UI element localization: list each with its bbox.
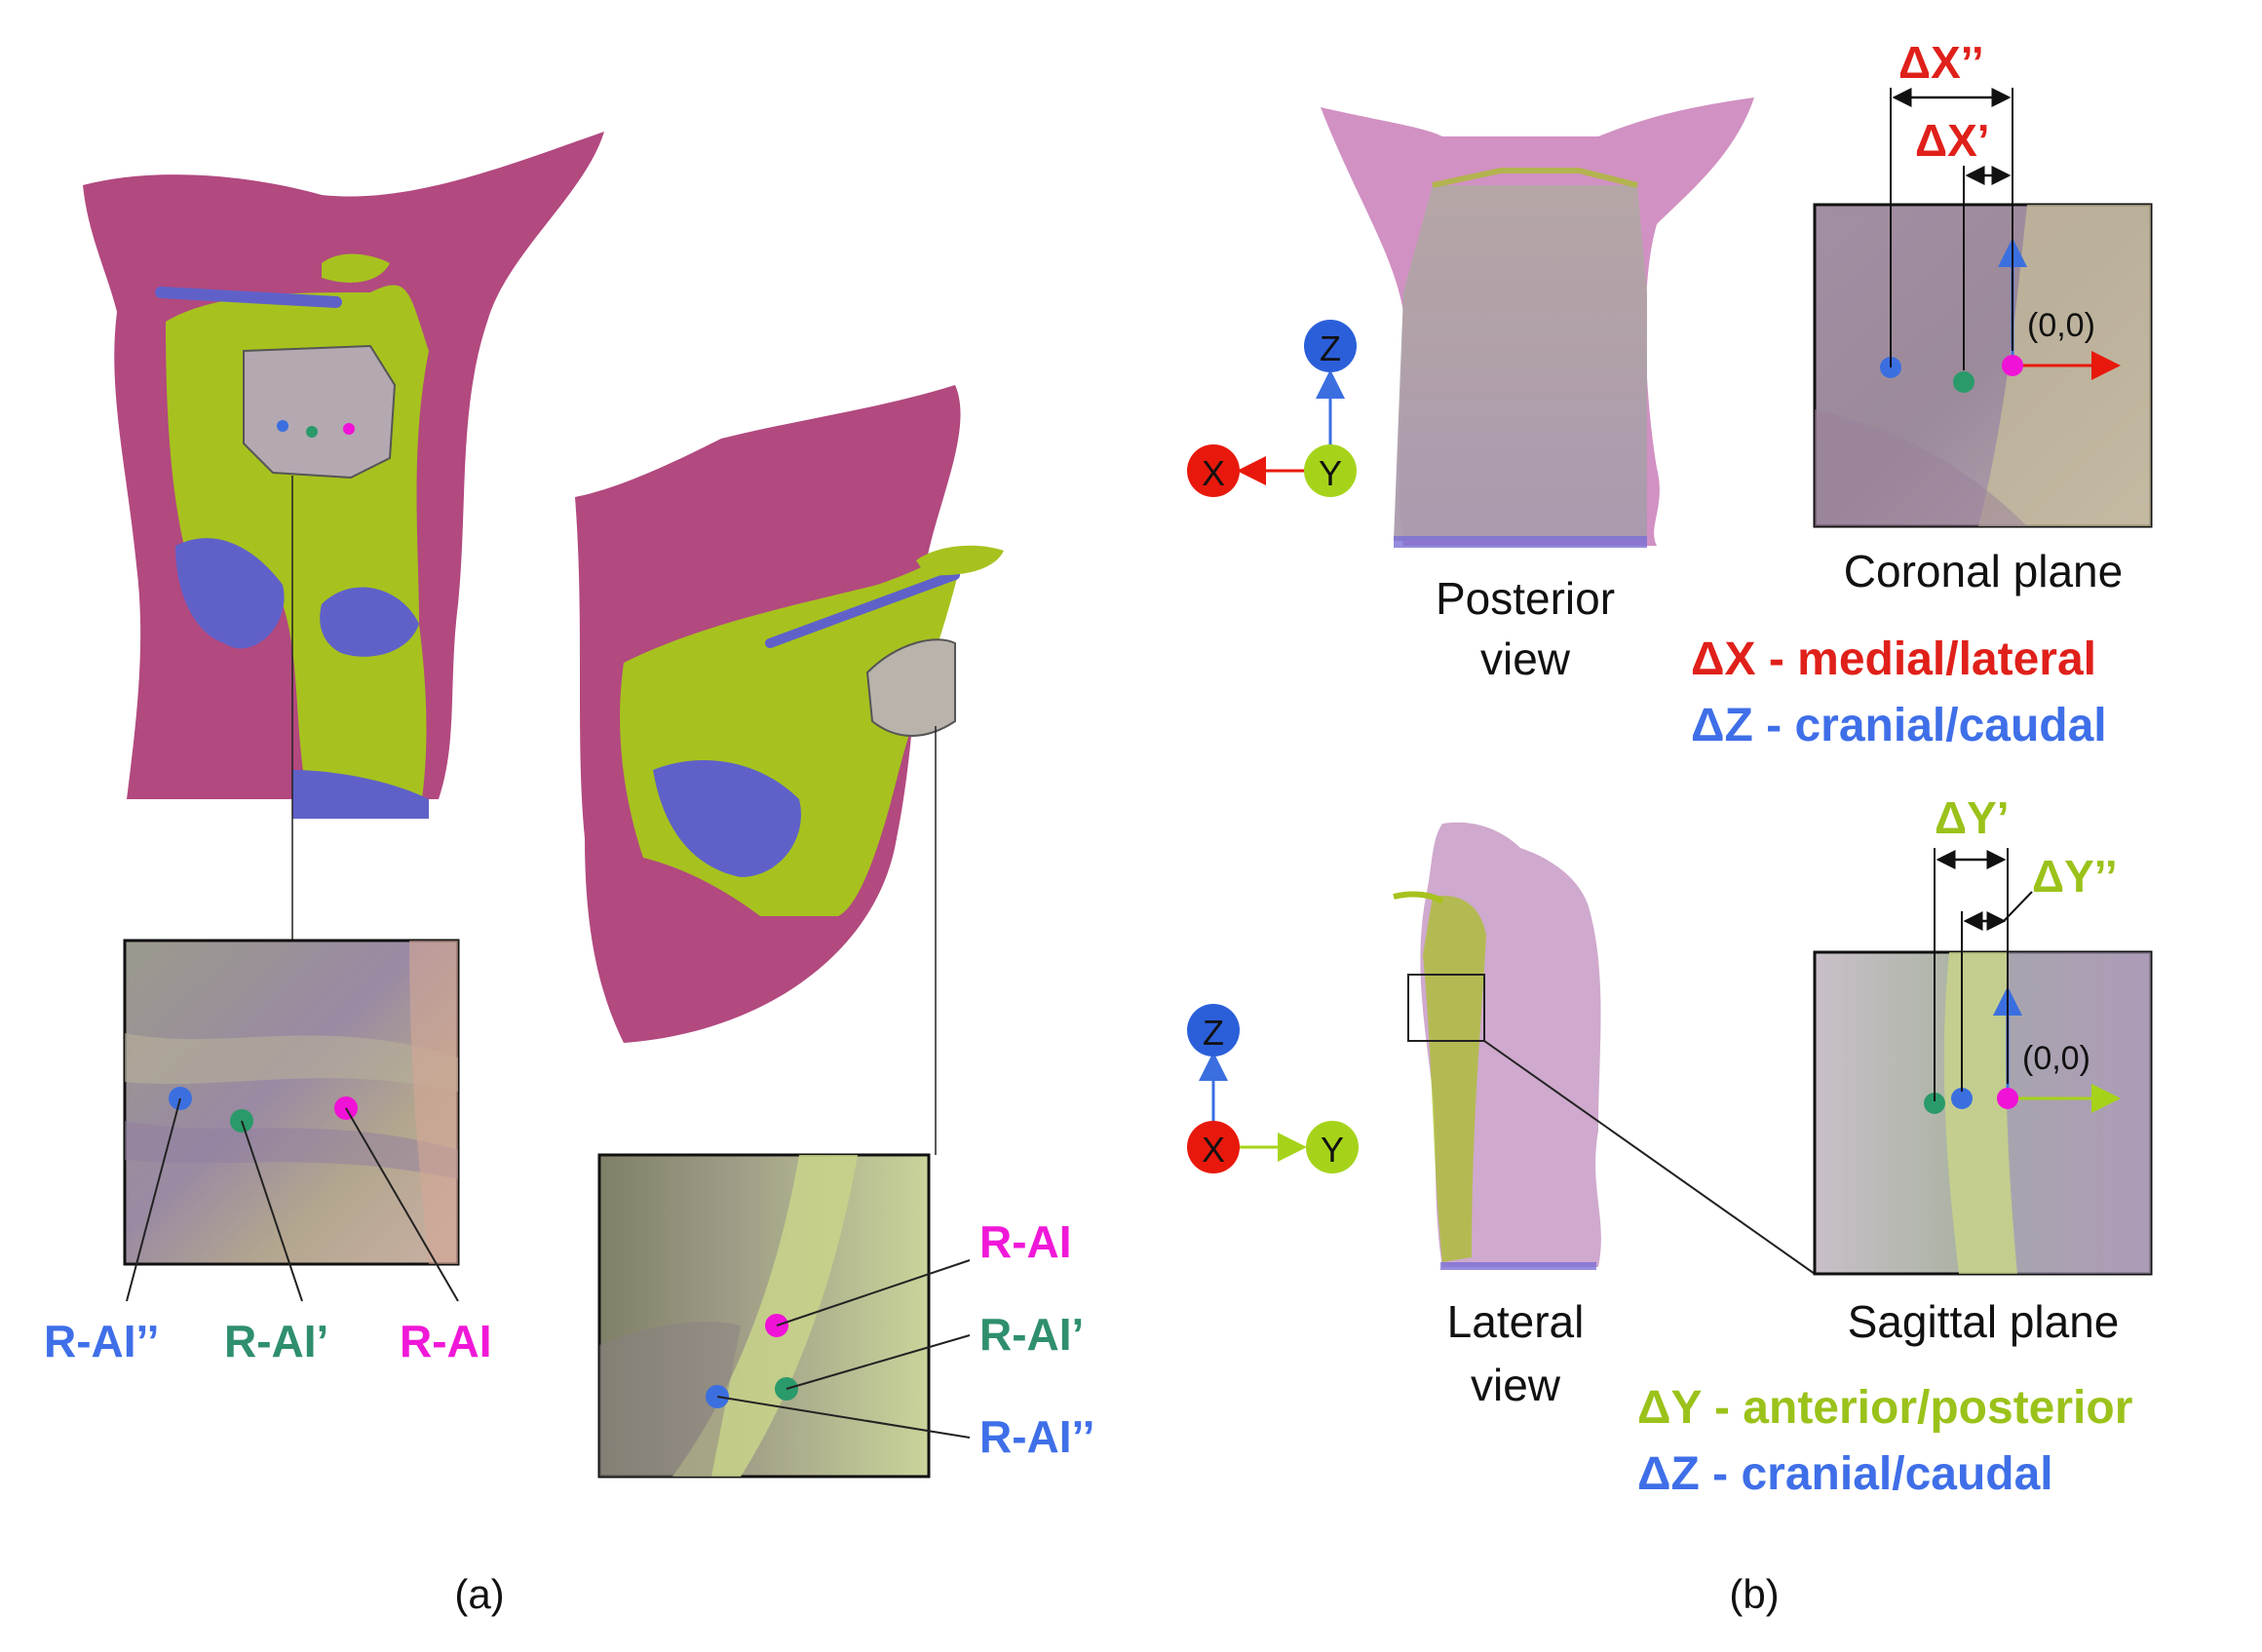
leader-r-ai — [345, 1107, 459, 1302]
oblique-blue-bar — [765, 570, 960, 648]
panel-b: Z X Y Posterior view (0,0) — [1187, 37, 2153, 1617]
sagittal-point-green — [1924, 1093, 1945, 1114]
lateral-view-line2: view — [1471, 1360, 1561, 1410]
axis-triad-top: Z X Y — [1187, 320, 1357, 497]
axis-top-y-label: Y — [1319, 453, 1342, 493]
label-r-ai-prime-right: R-AI’ — [979, 1309, 1084, 1360]
sagittal-skin-band — [2006, 952, 2151, 1274]
posterior-base — [1394, 536, 1647, 548]
oblique-blue-patch-1 — [653, 760, 801, 877]
axis-bottom-y-node — [1306, 1121, 1359, 1173]
dx-prime-label: ΔX’ — [1915, 115, 1990, 166]
posterior-torso-model — [1321, 97, 1754, 548]
legend-dy: ΔY - anterior/posterior — [1637, 1382, 2132, 1434]
right-inset — [597, 1153, 971, 1479]
front-blue-bar — [155, 287, 342, 308]
axis-bottom-z-node — [1187, 1004, 1240, 1057]
legend-dz-coronal: ΔZ - cranial/caudal — [1691, 700, 2107, 751]
front-shoulder-green — [322, 253, 390, 283]
coronal-dimensions: ΔX’’ ΔX’ — [1890, 37, 2013, 370]
oblique-torso-model — [575, 385, 1004, 1043]
left-inset-band-1 — [125, 1033, 458, 1092]
left-inset-edge — [409, 941, 458, 1264]
axis-bottom-x-label: X — [1202, 1130, 1225, 1170]
front-blue-patch-1 — [175, 538, 285, 649]
sagittal-origin-label: (0,0) — [2022, 1040, 2090, 1077]
lateral-green-surface — [1423, 896, 1486, 1262]
front-point-green — [306, 426, 318, 438]
lateral-highlight-window — [1407, 974, 1485, 1042]
leader-right-r-ai-double — [716, 1396, 971, 1439]
label-r-ai-double-left: R-AI’’ — [44, 1316, 159, 1366]
sagittal-point-blue — [1951, 1088, 1973, 1109]
lateral-torso-model — [1393, 822, 1601, 1270]
leader-r-ai-double — [126, 1097, 181, 1302]
sagittal-point-magenta — [1997, 1088, 2018, 1109]
axis-bottom-x-node — [1187, 1121, 1240, 1173]
legend-dz-sagittal: ΔZ - cranial/caudal — [1637, 1448, 2053, 1500]
axis-top-x-label: X — [1202, 453, 1225, 493]
coronal-shadow — [1815, 409, 2027, 526]
lateral-view-line1: Lateral — [1447, 1296, 1585, 1347]
panel-a: R-AI’’ R-AI’ R-AI R-AI R-AI’ R-AI’’ — [44, 132, 1094, 1617]
label-r-ai-right: R-AI — [979, 1216, 1072, 1267]
sagittal-inset: (0,0) — [1813, 950, 2153, 1276]
leader-r-ai-prime — [241, 1120, 303, 1302]
caption-a: (a) — [454, 1571, 504, 1617]
legend-dx: ΔX - medial/lateral — [1691, 634, 2096, 685]
axis-bottom-z-label: Z — [1203, 1013, 1224, 1053]
label-r-ai-double-right: R-AI’’ — [979, 1411, 1094, 1462]
lateral-inset-connector — [1483, 1040, 1816, 1275]
coronal-plane-title: Coronal plane — [1844, 546, 2123, 596]
front-point-blue — [277, 420, 288, 432]
label-r-ai-prime-left: R-AI’ — [224, 1316, 328, 1366]
coronal-inset: (0,0) — [1813, 203, 2153, 528]
oblique-shoulder-green — [916, 545, 1004, 576]
axis-top-y-node — [1304, 444, 1357, 497]
right-inset-green-band — [672, 1155, 858, 1477]
dy-prime-label: ΔY’ — [1935, 792, 2010, 843]
posterior-view-line2: view — [1480, 634, 1571, 684]
lateral-shoulder-green — [1393, 891, 1444, 904]
left-inset — [123, 939, 460, 1302]
oblique-highlight-window — [865, 638, 956, 737]
axis-triad-bottom: Z X Y — [1187, 1004, 1359, 1173]
front-blue-patch-2 — [320, 587, 419, 657]
posterior-trunk-surface — [1394, 185, 1647, 541]
front-blue-patch-3 — [292, 770, 429, 819]
coronal-origin-label: (0,0) — [2027, 307, 2095, 344]
posterior-shoulder-green — [1432, 168, 1638, 188]
dy-double-leader — [2003, 891, 2033, 922]
lateral-base — [1440, 1262, 1596, 1270]
axis-top-x-node — [1187, 444, 1240, 497]
caption-b: (b) — [1729, 1571, 1779, 1617]
coronal-point-green — [1953, 371, 1974, 393]
axis-top-z-node — [1304, 320, 1357, 372]
dy-double-label: ΔY’’ — [2032, 851, 2118, 902]
label-r-ai-left: R-AI — [400, 1316, 492, 1366]
axis-top-z-label: Z — [1320, 328, 1341, 368]
sagittal-dimensions: ΔY’ ΔY’’ — [1934, 792, 2118, 1101]
sagittal-plane-title: Sagittal plane — [1848, 1296, 2120, 1347]
front-point-magenta — [343, 423, 355, 435]
axis-bottom-y-label: Y — [1321, 1130, 1344, 1170]
leader-right-r-ai-prime — [786, 1334, 971, 1390]
front-torso-model — [83, 132, 604, 819]
front-highlight-window — [243, 344, 397, 480]
leader-right-r-ai — [776, 1259, 971, 1326]
posterior-view-line1: Posterior — [1436, 573, 1615, 624]
right-inset-shadow — [599, 1322, 741, 1477]
coronal-point-magenta — [2002, 355, 2023, 376]
dx-double-label: ΔX’’ — [1898, 37, 1984, 88]
left-inset-band-2 — [125, 1121, 458, 1179]
